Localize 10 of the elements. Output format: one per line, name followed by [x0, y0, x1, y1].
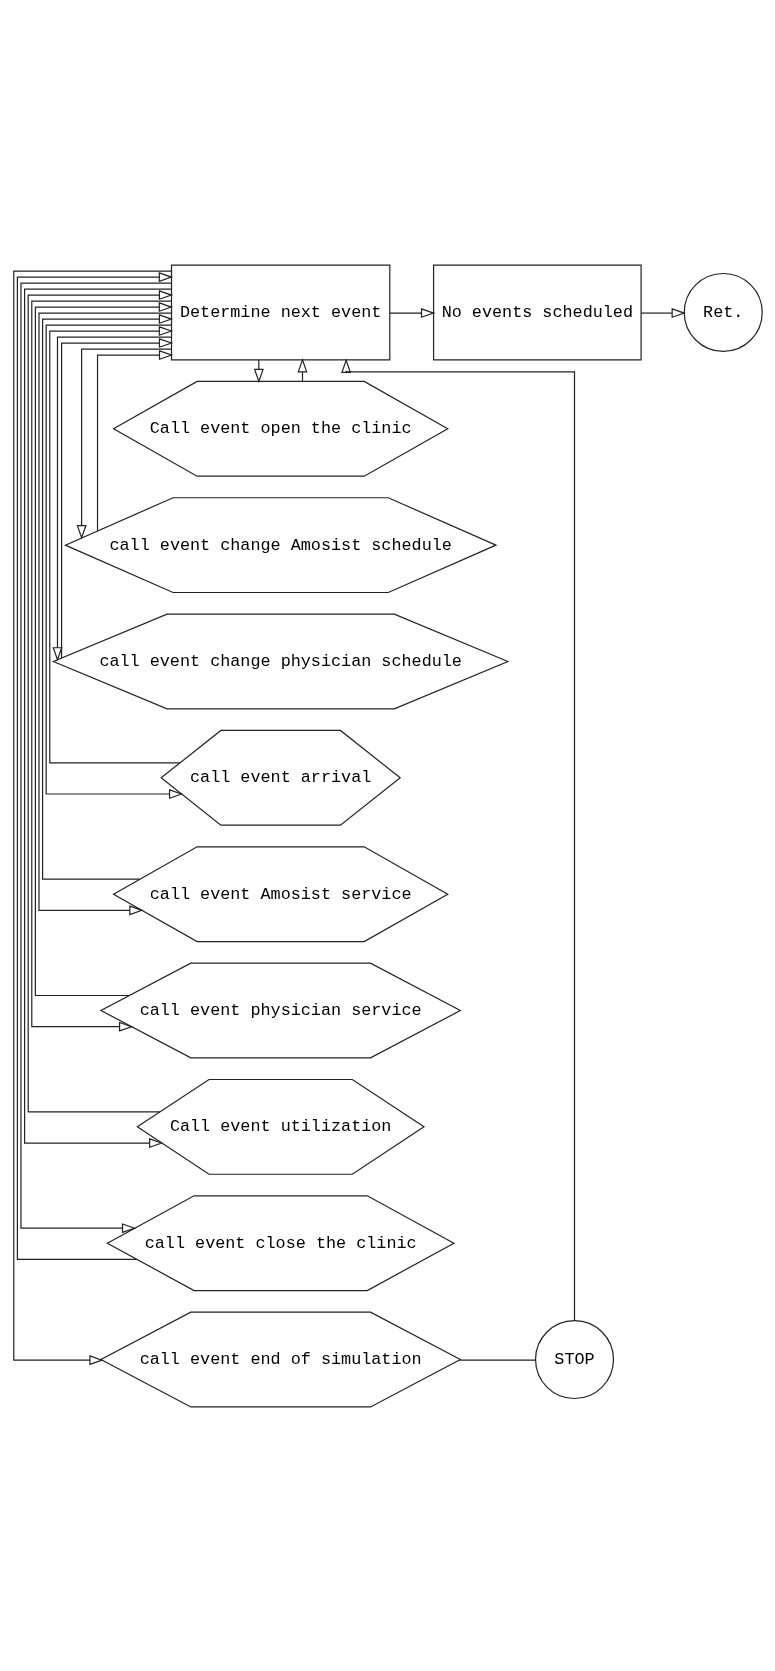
- node-circle: STOP: [534, 1319, 614, 1399]
- arrow: [96, 349, 173, 531]
- connector: [458, 1359, 536, 1361]
- node-circle: Ret.: [683, 272, 763, 352]
- arrow: [340, 358, 575, 1321]
- node-box: Determine next event: [170, 264, 390, 360]
- node-box: No events scheduled: [432, 264, 642, 360]
- arrow: [76, 347, 172, 539]
- arrow: [640, 307, 686, 318]
- arrow: [388, 307, 435, 318]
